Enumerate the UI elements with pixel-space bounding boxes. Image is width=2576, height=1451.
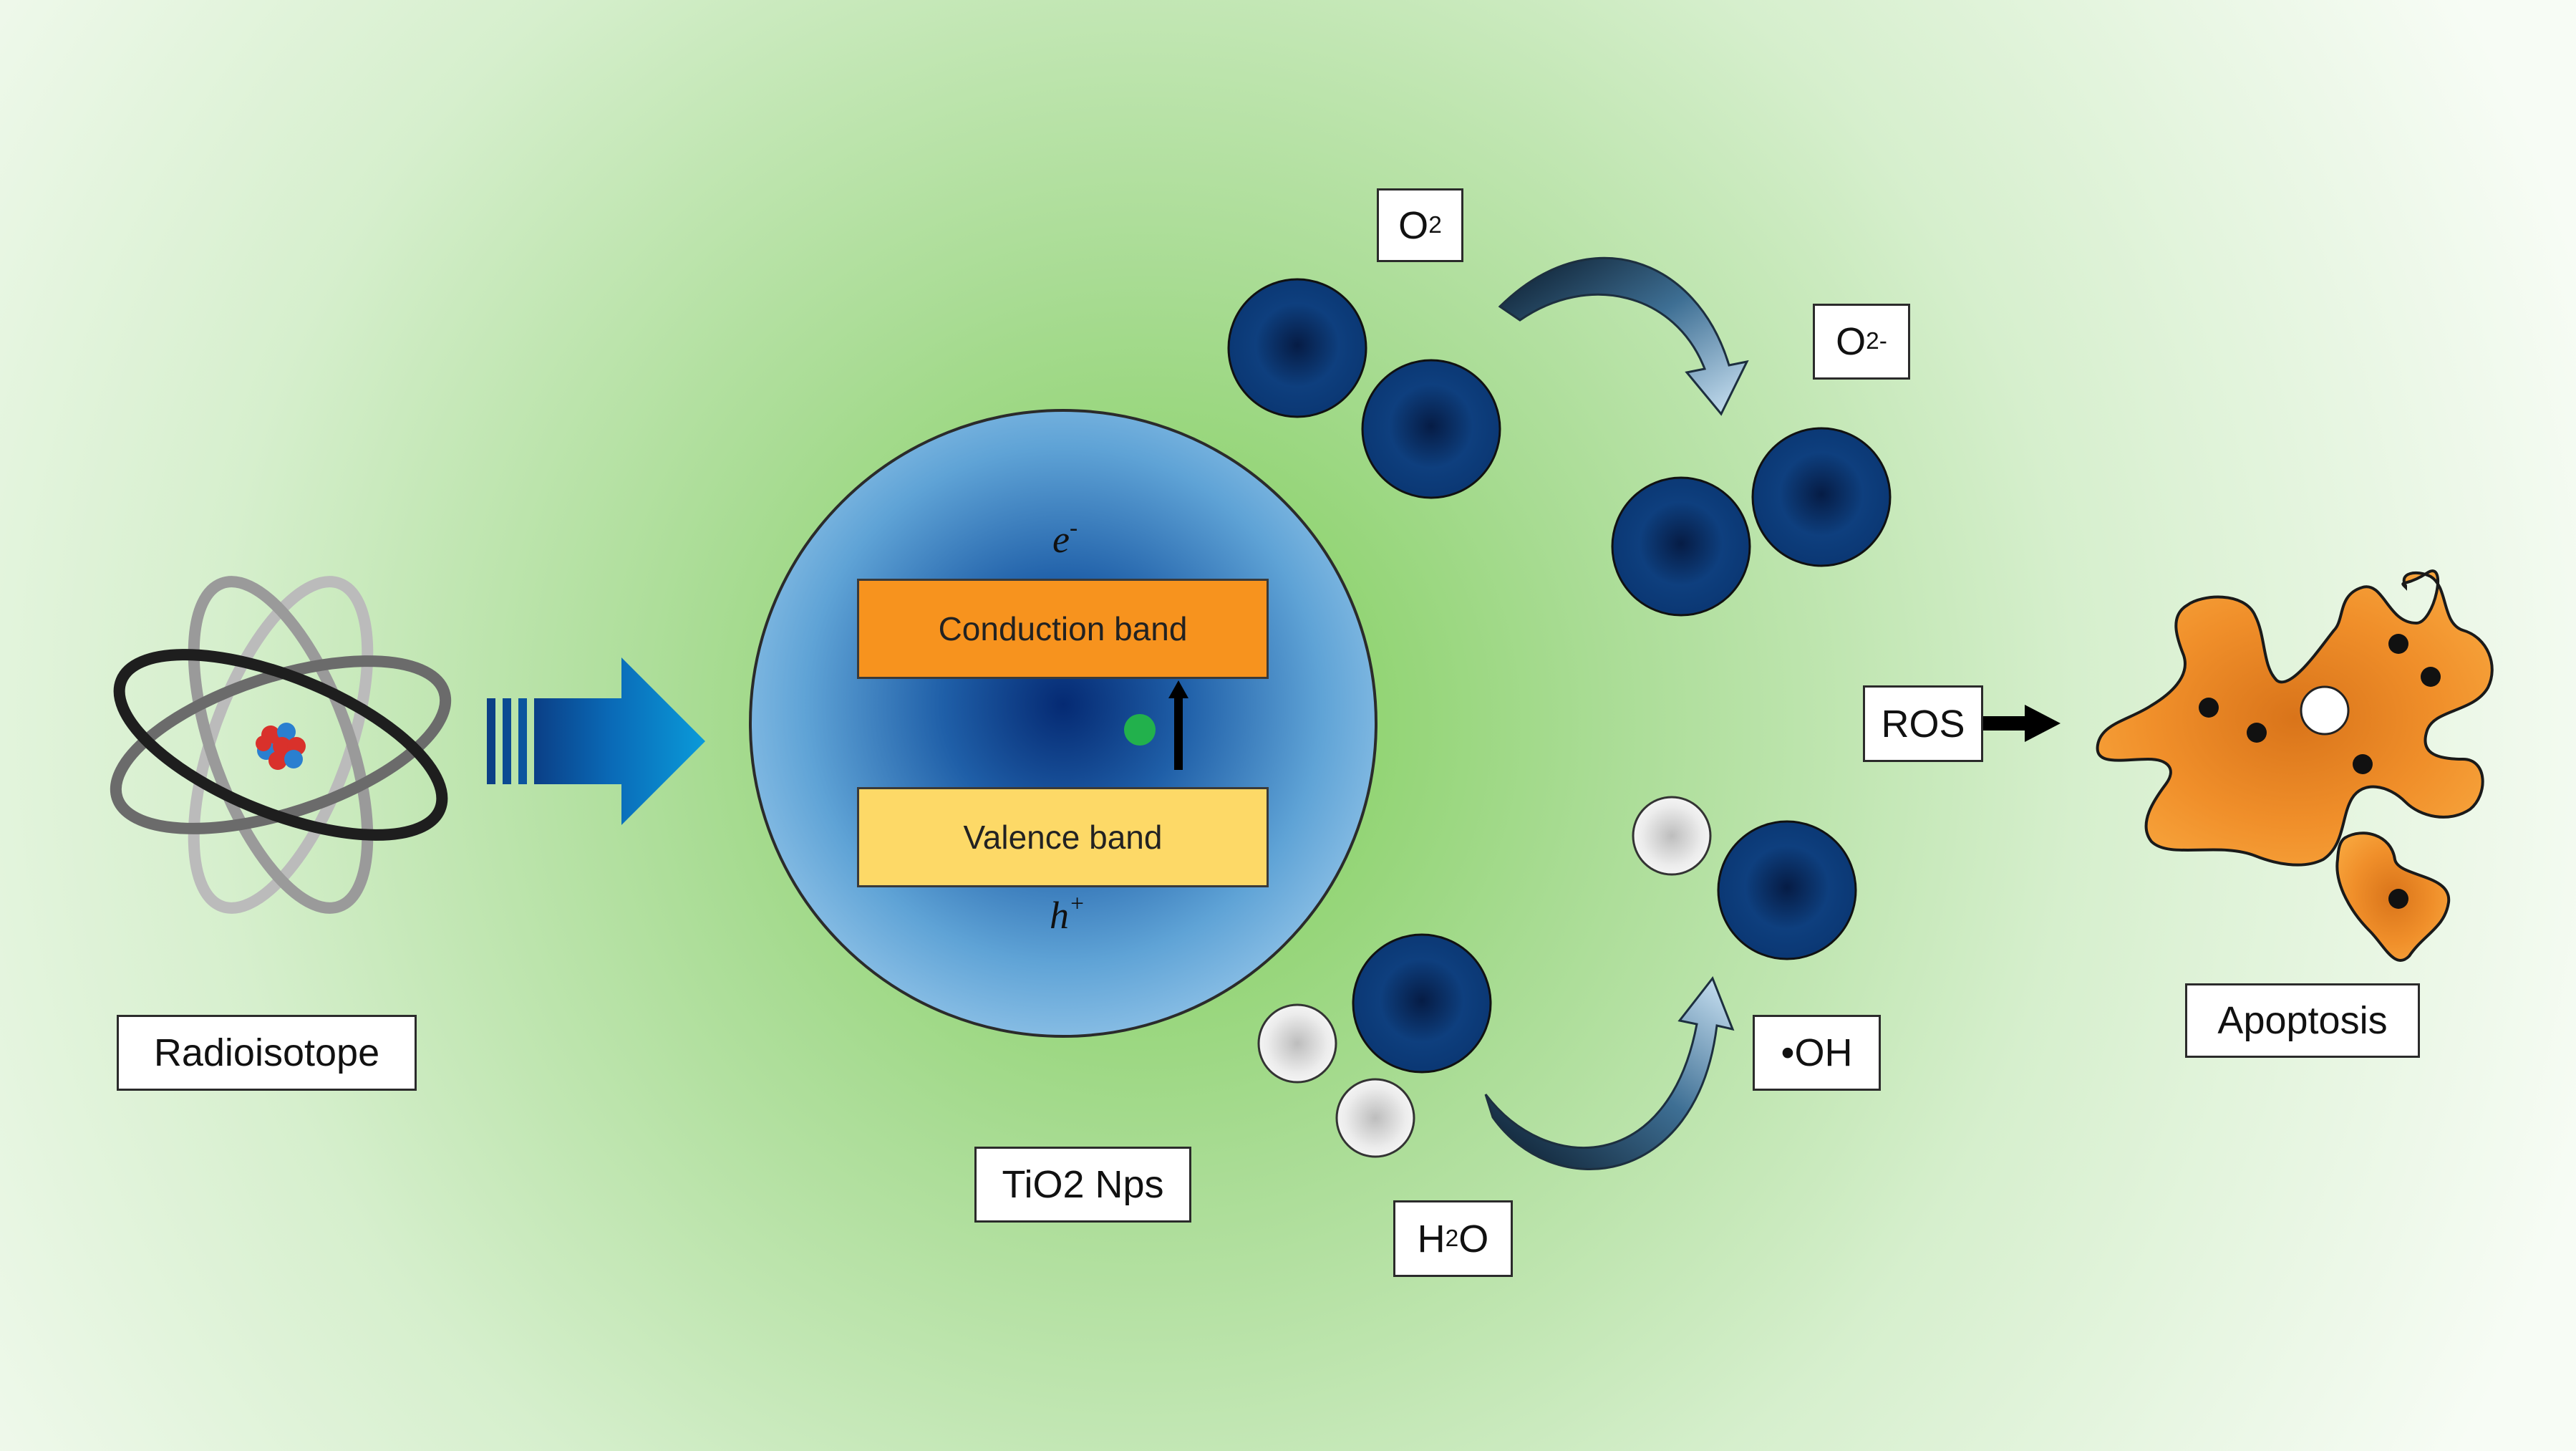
o2-molecule-atom: [1361, 359, 1501, 499]
apoptosis-label: Apoptosis: [2185, 983, 2420, 1058]
o2-molecule-atom: [1227, 278, 1367, 418]
hydroxyl-oxygen-atom: [1717, 820, 1857, 960]
superoxide-atom: [1611, 476, 1751, 617]
radioisotope-label: Radioisotope: [117, 1015, 417, 1091]
hole-symbol: h+: [1050, 890, 1085, 937]
tio2-label: TiO2 Nps: [974, 1147, 1191, 1223]
arrow-right-icon: [1983, 705, 2061, 742]
water-hydrogen-atom: [1257, 1003, 1337, 1084]
electron-dot: [1124, 714, 1156, 746]
arrow-up-icon: [1168, 680, 1188, 770]
hydroxyl-hydrogen-atom: [1632, 796, 1712, 876]
curved-arrow-icon: [1484, 976, 1735, 1170]
curved-arrow-icon: [1498, 256, 1749, 416]
water-oxygen-atom: [1352, 933, 1492, 1074]
superoxide-atom: [1751, 427, 1892, 567]
conduction-band: Conduction band: [857, 579, 1269, 679]
ros-label: ROS: [1863, 685, 1983, 762]
tio2-nanoparticle: [749, 409, 1377, 1038]
water-hydrogen-atom: [1335, 1078, 1415, 1158]
electron-symbol: e-: [1052, 514, 1078, 561]
hydroxyl-label: •OH: [1753, 1015, 1881, 1091]
atom-icon: [110, 576, 452, 914]
block-arrow-right-icon: [487, 657, 705, 825]
nucleus-icon: [256, 723, 306, 770]
valence-band: Valence band: [857, 787, 1269, 887]
apoptotic-cell-icon: [2096, 569, 2494, 962]
